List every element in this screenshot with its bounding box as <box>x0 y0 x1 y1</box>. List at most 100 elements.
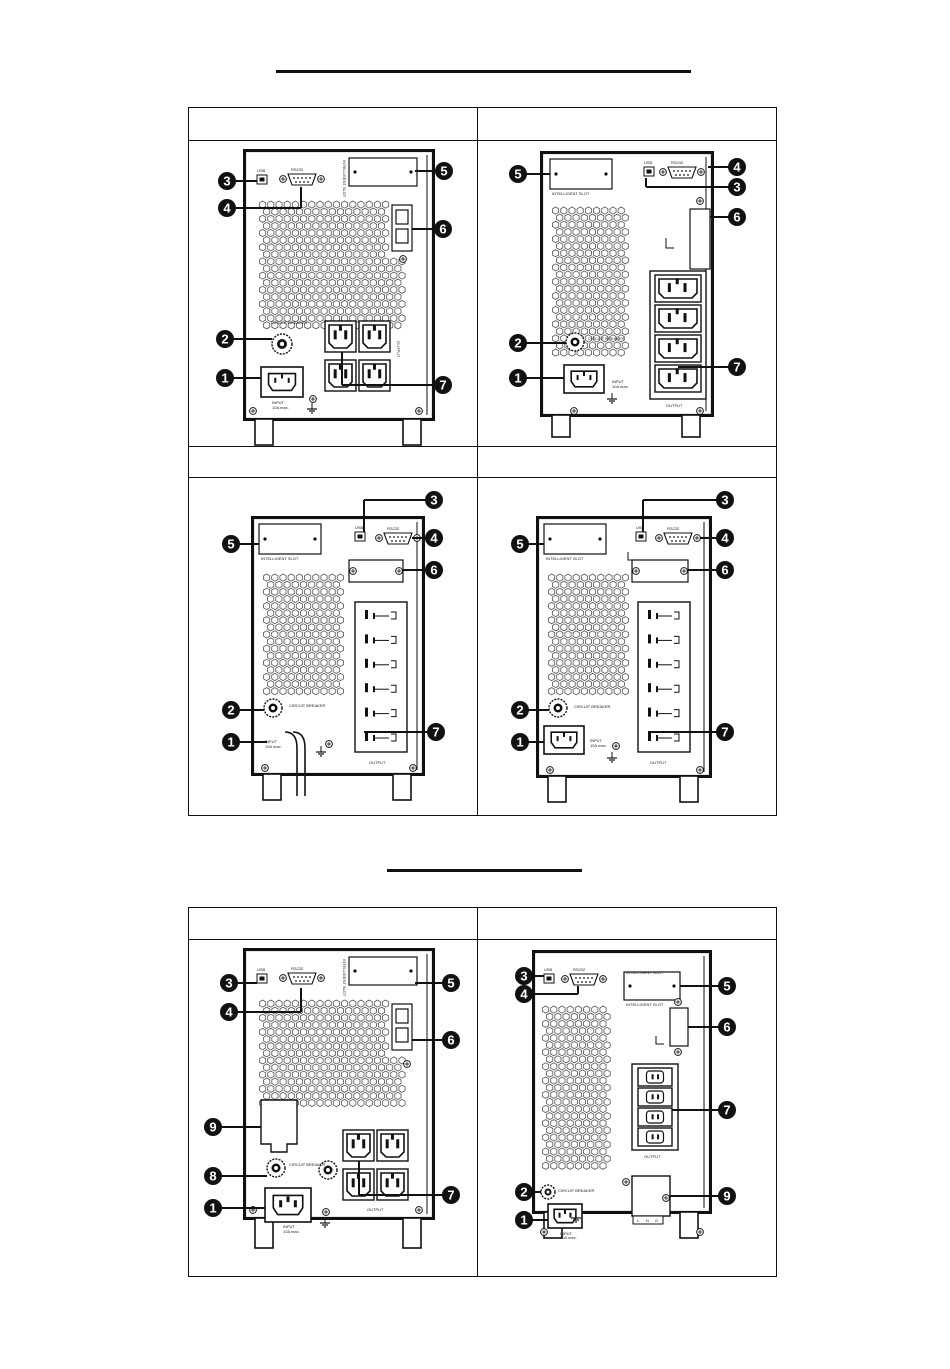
table-1-column-divider <box>477 108 478 815</box>
circuit-breaker-center <box>274 1166 278 1170</box>
slot-cover-screw <box>313 537 317 541</box>
rs232-pin <box>295 181 297 183</box>
outlet-slot <box>365 707 368 717</box>
ac-output-outlet <box>358 359 391 392</box>
callout-number: 5 <box>447 976 454 991</box>
callout-number: 4 <box>430 531 438 546</box>
outlet-slot <box>651 1094 654 1100</box>
chassis-foot <box>254 418 274 446</box>
callout-badge <box>718 977 736 995</box>
callout-badge <box>718 1101 736 1119</box>
screw-icon <box>622 1178 630 1186</box>
bracket-mark <box>627 552 638 561</box>
ac-input-face <box>267 372 297 392</box>
chassis-foot <box>547 775 567 803</box>
screw-icon <box>403 1060 411 1068</box>
circuit-breaker <box>263 698 283 718</box>
callout-number: 3 <box>223 174 230 189</box>
rs232-pin <box>303 181 305 183</box>
outlet-slot <box>674 709 680 718</box>
rs232-pin <box>685 536 687 538</box>
outlet-slot <box>656 637 658 644</box>
outlet-face <box>645 1110 665 1124</box>
inlet-pin <box>589 375 592 381</box>
callout-number: 2 <box>221 332 228 347</box>
ac-output-outlet <box>342 1129 375 1162</box>
usb-port <box>643 166 655 177</box>
ac-output-outlet <box>637 1127 673 1147</box>
callout-badge <box>718 1018 736 1036</box>
callout-badge <box>425 529 443 547</box>
callout-number: 4 <box>520 987 528 1002</box>
callout-number: 1 <box>209 1201 216 1216</box>
usb-port <box>256 973 268 984</box>
terminal-letter: N <box>646 1218 649 1223</box>
ventilation-grille <box>259 200 406 330</box>
screw-icon <box>540 1228 548 1236</box>
inlet-pin <box>564 1209 566 1214</box>
screw-icon <box>674 1048 682 1056</box>
outlet-slot <box>683 313 687 323</box>
callout-number: 5 <box>516 537 523 552</box>
callout-badge <box>425 561 443 579</box>
rs232-label: RS232 <box>291 966 304 971</box>
terminal-letter: G <box>655 1218 658 1223</box>
ac-output-outlet <box>637 1107 673 1127</box>
inlet-pin <box>279 1200 283 1208</box>
outlet-slot <box>651 1134 654 1140</box>
rs232-port-body <box>667 166 697 179</box>
rs232-pin <box>403 540 405 542</box>
outlet-slot <box>391 733 397 742</box>
circuit-breaker-label: CIRCUIT BREAKER <box>588 336 624 341</box>
battery-connector-cover <box>669 1007 689 1047</box>
screw-icon <box>395 567 403 575</box>
outlet-slot <box>385 1139 389 1149</box>
callout-number: 5 <box>440 164 447 179</box>
rs232-port-body <box>569 973 599 986</box>
intelligent-slot-label: INTELLIGENT SLOT <box>546 556 584 561</box>
outlet-slot <box>365 732 368 741</box>
callout-number: 6 <box>430 563 437 578</box>
chassis-outer-edge <box>243 948 435 1220</box>
output-label: OUTPUT <box>650 760 667 765</box>
section-2-heading-rule <box>387 869 582 872</box>
outlet-slot <box>372 324 376 331</box>
callout-number: 4 <box>225 1005 233 1020</box>
outlet-slot <box>675 308 679 315</box>
output-outlet-strip <box>637 601 691 753</box>
usb-port <box>256 174 268 185</box>
callout-number: 6 <box>723 1020 730 1035</box>
chassis-outer-edge <box>243 149 435 421</box>
callout-badge <box>511 535 529 553</box>
ac-input-socket <box>543 725 585 755</box>
screw-icon <box>612 742 620 750</box>
circuit-breaker-center <box>556 706 560 710</box>
outlet-slot <box>648 732 651 741</box>
callout-badge <box>427 723 445 741</box>
outlet-slot <box>351 1139 355 1149</box>
circuit-breaker <box>266 1158 286 1178</box>
outlet-slot <box>372 363 376 370</box>
screw-icon <box>599 975 607 983</box>
screw-icon <box>249 407 257 415</box>
callout-badge <box>509 165 527 183</box>
ac-output-outlet <box>637 1087 673 1107</box>
input-rating-label: 10A max. <box>612 384 629 389</box>
outlet-slot <box>674 611 680 620</box>
usb-port-socket <box>259 177 265 182</box>
callout-number: 7 <box>432 725 439 740</box>
rs232-port <box>287 173 317 186</box>
outlet-slot <box>344 330 348 340</box>
callout-number: 2 <box>514 336 521 351</box>
circuit-breaker-label: CIRCUIT BREAKER <box>289 703 325 708</box>
ground-icon <box>607 752 617 763</box>
outlet-slot <box>657 1114 660 1120</box>
outlet-slot <box>365 634 368 644</box>
table-1-header-divider-bottom <box>189 477 776 478</box>
battery-connector-cover <box>689 208 711 270</box>
outlet-slot <box>391 684 397 693</box>
outlet-slot <box>674 733 680 742</box>
inlet-pin <box>286 1196 290 1203</box>
